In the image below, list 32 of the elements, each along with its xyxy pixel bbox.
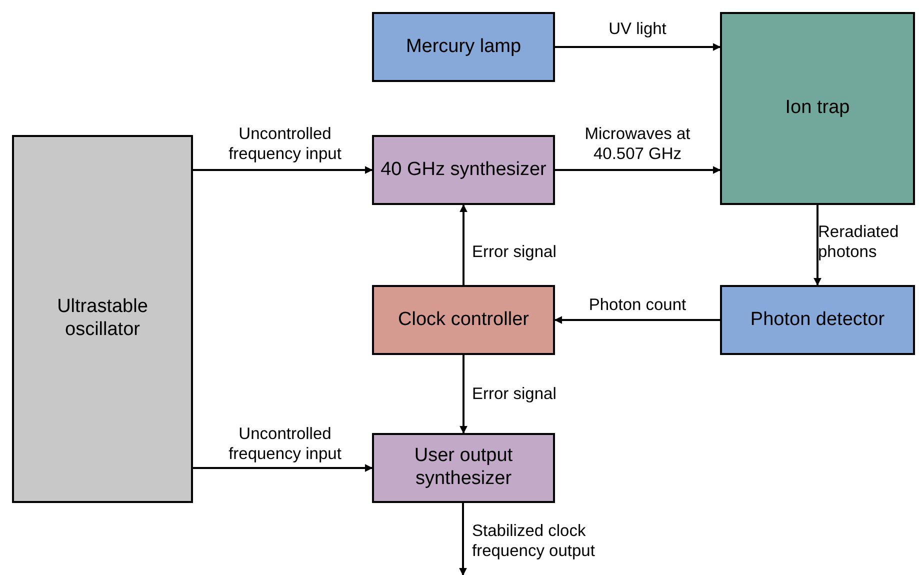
edge-label: UV light [608,20,668,40]
edge-label: Error signal [472,243,558,263]
edge-label: Stabilized clock frequency output [472,522,596,562]
box-label: Clock controller [398,308,529,332]
box-label: User output synthesizer [413,445,514,491]
arrow [460,204,468,285]
edge-label: Reradiated photons [818,223,900,263]
oscillator-box [12,135,193,503]
box-label: Mercury lamp [406,36,522,58]
arrow [555,43,721,51]
edge-label: Uncontrolled frequency input [228,125,342,165]
arrow [460,355,468,434]
arrow [459,503,467,575]
arrow [814,205,822,286]
edge-label: Error signal [472,385,558,405]
box-label: Ultrastable oscillator [56,296,149,342]
detector-box [720,285,915,355]
edge-label: Photon count [588,296,688,316]
arrow [554,316,720,324]
arrow [555,166,721,174]
arrow [193,166,373,174]
controller-box [372,285,555,355]
synthesizer-box [372,135,555,205]
lamp-box [372,12,555,82]
box-label: Photon detector [750,308,885,332]
arrow [193,464,373,472]
box-label: Ion trap [785,97,850,120]
edge-label: Uncontrolled frequency input [228,425,342,465]
edge-label: Microwaves at 40.507 GHz [584,125,692,165]
ion-trap-box [720,12,915,205]
synthesizer-box [372,433,555,503]
box-label: 40 GHz synthesizer [380,158,546,182]
